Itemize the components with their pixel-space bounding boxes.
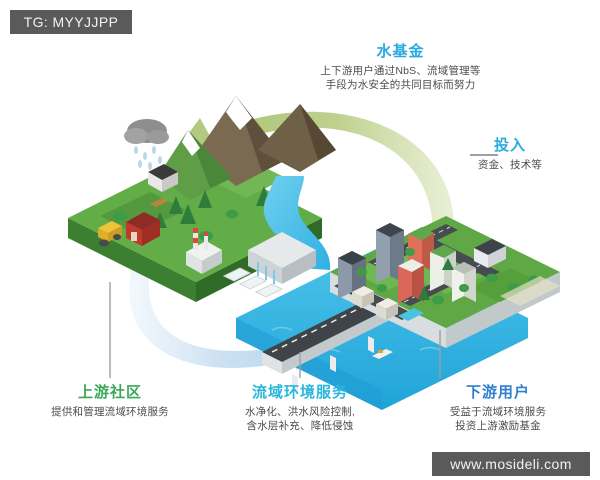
downstream-city-block — [330, 216, 560, 348]
upstream-title: 上游社区 — [77, 384, 142, 401]
boat — [372, 349, 393, 359]
factory — [186, 228, 222, 274]
label-investment: 投入 资金、技术等 — [430, 136, 590, 173]
investment-description: 资金、技术等 — [477, 158, 543, 171]
swimming-pool — [398, 308, 424, 321]
downstream-title: 下游用户 — [465, 384, 530, 401]
services-description: 水净化、洪水风险控制, 含水层补充、降低侵蚀 — [244, 405, 356, 432]
high-rise-towers — [338, 223, 476, 303]
farm-house — [148, 164, 178, 192]
yellow-tractor — [98, 221, 122, 247]
site-watermark-badge: www.mosideli.com — [432, 452, 590, 476]
services-title: 流域环境服务 — [251, 384, 348, 401]
upstream-description: 提供和管理流域环境服务 — [51, 405, 169, 418]
investment-title: 投入 — [493, 137, 526, 154]
label-upstream-community: 上游社区 提供和管理流域环境服务 — [10, 383, 210, 420]
apartment-blocks — [352, 239, 506, 320]
water-fund-title: 水基金 — [376, 43, 425, 60]
hydro-dam — [248, 232, 316, 284]
water-treatment-ponds — [222, 267, 284, 298]
label-water-fund: 水基金 上下游用户通过NbS、流域管理等 手段为水安全的共同目标而努力 — [288, 42, 513, 93]
downstream-description: 受益于流域环境服务 投资上游激励基金 — [449, 405, 547, 432]
water-fund-description: 上下游用户通过NbS、流域管理等 手段为水安全的共同目标而努力 — [320, 64, 481, 91]
label-watershed-services: 流域环境服务 水净化、洪水风险控制, 含水层补充、降低侵蚀 — [200, 383, 400, 434]
leader-lines — [109, 154, 498, 378]
telegram-watermark-badge: TG: MYYJJPP — [10, 10, 132, 34]
rain-cloud-icon — [124, 119, 169, 170]
red-barn — [126, 212, 160, 246]
upstream-watershed-block — [68, 96, 336, 302]
label-downstream-users: 下游用户 受益于流域环境服务 投资上游激励基金 — [398, 383, 598, 434]
